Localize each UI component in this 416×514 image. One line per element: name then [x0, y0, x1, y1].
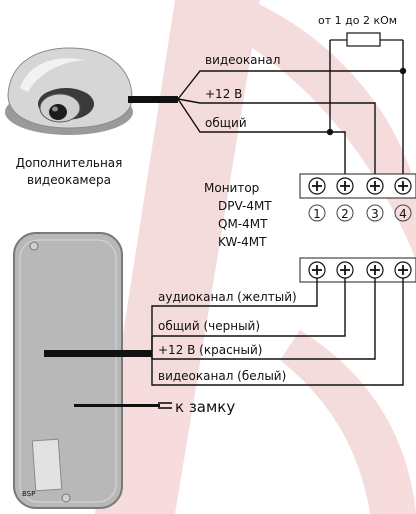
camera-wire-label-common: общий	[205, 116, 247, 130]
panel-wire-label-video: видеоканал (белый)	[158, 369, 286, 383]
camera-lens	[49, 104, 67, 120]
terminal-screws-top	[308, 177, 412, 195]
camera-label-line1: Дополнительная	[16, 156, 123, 170]
panel-wire-label-common: общий (черный)	[158, 319, 260, 333]
camera: Дополнительная видеокамера	[5, 47, 178, 187]
watermark	[95, 0, 416, 514]
lock-cable	[74, 404, 160, 407]
camera-wire-label-power: +12 В	[205, 87, 242, 101]
panel-screw-top	[29, 241, 39, 251]
monitor-model-1: DPV-4MT	[218, 199, 272, 213]
panel-wires	[151, 278, 404, 386]
terminal-number-4: 4	[399, 207, 407, 221]
panel-screw-bottom	[61, 493, 71, 503]
panel-wire-label-audio: аудиоканал (желтый)	[158, 290, 297, 304]
resistor: от 1 до 2 кОм	[318, 14, 403, 47]
junction-dot	[326, 128, 334, 136]
panel-wire-label-power: +12 В (красный)	[158, 343, 262, 357]
lock-arrow	[158, 402, 172, 409]
door-panel-body	[13, 232, 123, 509]
junction-dot	[399, 67, 407, 75]
camera-wire-label-video: видеоканал	[205, 53, 280, 67]
camera-label-line2: видеокамера	[27, 173, 111, 187]
resistor-label: от 1 до 2 кОм	[318, 14, 397, 27]
camera-cable	[128, 96, 178, 103]
camera-wires	[177, 40, 404, 176]
monitor-block: Монитор DPV-4MT QM-4MT KW-4MT 1 2 3	[204, 173, 416, 283]
terminal-number-2: 2	[341, 207, 349, 221]
terminal-numbers: 1 2 3 4	[308, 204, 412, 222]
door-panel: BSP	[13, 232, 160, 509]
monitor-label: Монитор	[204, 181, 259, 195]
terminal-number-1: 1	[313, 207, 321, 221]
panel-brand-mark: BSP	[22, 490, 35, 498]
panel-sticker	[31, 438, 63, 492]
monitor-model-3: KW-4MT	[218, 235, 267, 249]
lock-label: к замку	[175, 398, 235, 416]
resistor-body	[346, 32, 381, 47]
monitor-model-2: QM-4MT	[218, 217, 268, 231]
panel-cable	[44, 350, 152, 357]
terminal-screws-bottom	[308, 261, 412, 279]
terminal-number-3: 3	[371, 207, 379, 221]
